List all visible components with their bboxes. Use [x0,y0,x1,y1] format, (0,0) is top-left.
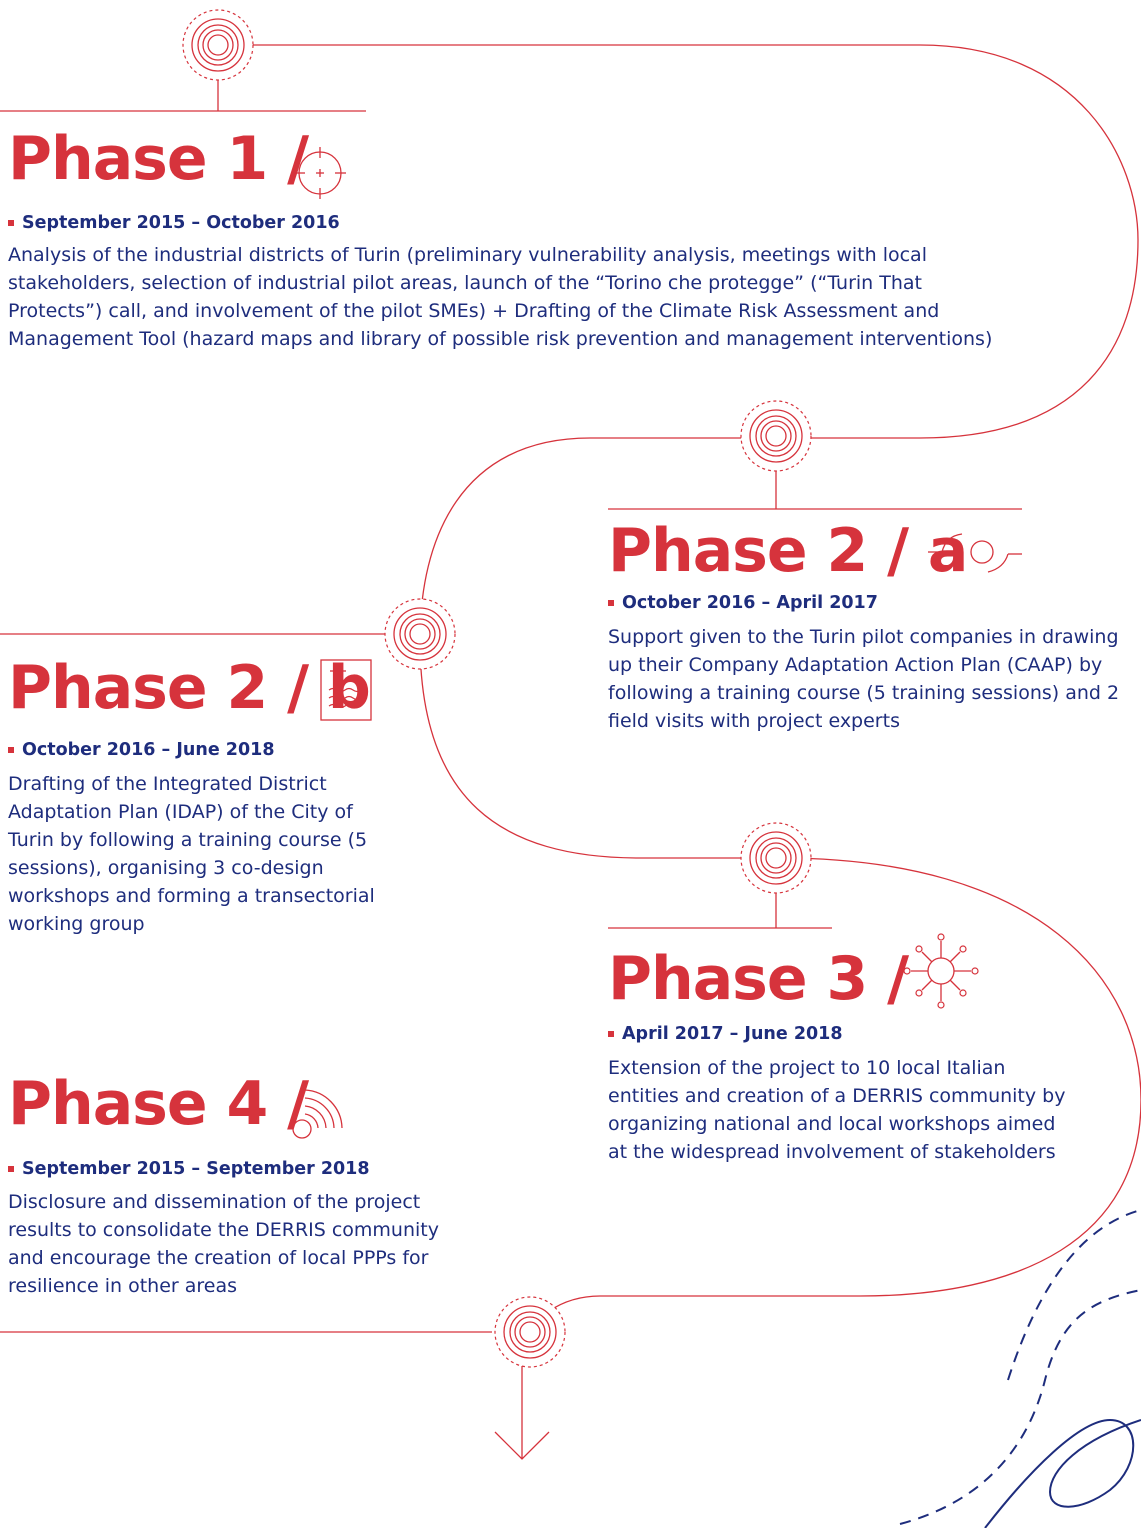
phase-title: Phase 2 / a [608,516,968,586]
phase-description: Drafting of the Integrated District Adap… [8,773,375,935]
connector-icon [924,528,1024,582]
phase-description: Extension of the project to 10 local Ita… [608,1057,1066,1163]
phase-description: Analysis of the industrial districts of … [8,244,993,350]
timeline-path [218,44,1141,1346]
phase-title: Phase 1 / [8,124,309,194]
phase-date-text: September 2015 – September 2018 [22,1159,370,1179]
phase-date: September 2015 – October 2016 [8,211,340,235]
network-icon [898,928,984,1018]
phase-title: Phase 4 / [8,1069,309,1139]
bullet-icon [8,747,14,753]
phase-date-text: September 2015 – October 2016 [22,213,340,233]
phase-description: Support given to the Turin pilot compani… [608,626,1120,732]
broadcast-icon [285,1083,355,1147]
phase-date: October 2016 – June 2018 [8,738,275,762]
document-icon [318,657,374,727]
target-node-2b [384,598,456,670]
bullet-icon [8,220,14,226]
phase-date-text: October 2016 – June 2018 [22,740,275,760]
target-node-4 [494,1296,566,1368]
phase-date: October 2016 – April 2017 [608,591,878,615]
decorative-loop [984,1418,1141,1528]
arrow-down-icon [494,1431,550,1460]
crosshair-icon [284,137,356,213]
bullet-icon [8,1166,14,1172]
phase-title: Phase 3 / [608,944,909,1014]
target-node-2a [740,400,812,472]
target-node-1 [182,9,254,81]
phase-date: April 2017 – June 2018 [608,1022,843,1046]
decorative-dashed-curve [899,1209,1141,1525]
phase-date-text: October 2016 – April 2017 [622,593,878,613]
bullet-icon [608,600,614,606]
bullet-icon [608,1031,614,1037]
phase-date-text: April 2017 – June 2018 [622,1024,843,1044]
phase-description: Disclosure and dissemination of the proj… [8,1191,439,1297]
target-node-3 [740,822,812,894]
phase-title: Phase 2 / b [8,653,371,723]
phase-date: September 2015 – September 2018 [8,1157,370,1181]
